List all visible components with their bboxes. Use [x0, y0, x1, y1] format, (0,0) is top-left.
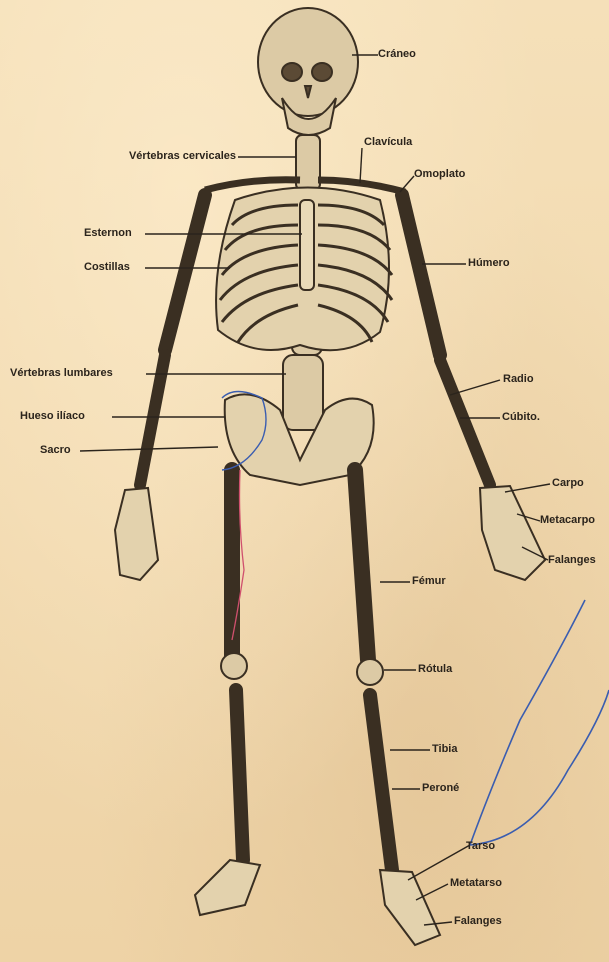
label-hueso-iliaco: Hueso ilíaco — [20, 410, 85, 423]
label-vertebras-cervicales: Vértebras cervicales — [70, 150, 236, 163]
label-clavicula: Clavícula — [364, 136, 412, 149]
label-metacarpo: Metacarpo — [540, 514, 595, 527]
label-perone: Peroné — [422, 782, 459, 795]
patella-left — [221, 653, 247, 679]
eye-socket-right — [312, 63, 332, 81]
tibia-right — [370, 695, 392, 870]
forearm-right — [440, 360, 490, 485]
label-falanges-pie: Falanges — [454, 915, 502, 928]
label-carpo: Carpo — [552, 477, 584, 490]
label-tarso: Tarso — [466, 840, 495, 853]
label-humero: Húmero — [468, 257, 510, 270]
label-radio: Radio — [503, 373, 534, 386]
patella-right — [357, 659, 383, 685]
sternum — [300, 200, 314, 290]
lumbar-vertebrae — [283, 355, 323, 430]
label-falanges-mano: Falanges — [548, 554, 596, 567]
label-cubito: Cúbito. — [502, 411, 540, 424]
label-tibia: Tibia — [432, 743, 457, 756]
foot-left — [195, 860, 260, 915]
label-rotula: Rótula — [418, 663, 452, 676]
label-femur: Fémur — [412, 575, 446, 588]
foot-right — [380, 870, 440, 945]
label-omoplato: Omoplato — [414, 168, 465, 181]
humerus-left — [165, 195, 205, 350]
femur-right — [355, 470, 368, 660]
tibia-left — [236, 690, 243, 860]
skull — [258, 8, 358, 116]
label-costillas: Costillas — [84, 261, 130, 274]
label-metatarso: Metatarso — [450, 877, 502, 890]
label-sacro: Sacro — [40, 444, 71, 457]
label-vertebras-lumbares: Vértebras lumbares — [10, 367, 113, 380]
hand-right — [480, 486, 545, 580]
blue-ink-scribble — [470, 600, 609, 845]
eye-socket-left — [282, 63, 302, 81]
label-esternon: Esternon — [84, 227, 132, 240]
label-craneo: Cráneo — [378, 48, 416, 61]
hand-left — [115, 488, 158, 580]
humerus-right — [402, 195, 440, 355]
